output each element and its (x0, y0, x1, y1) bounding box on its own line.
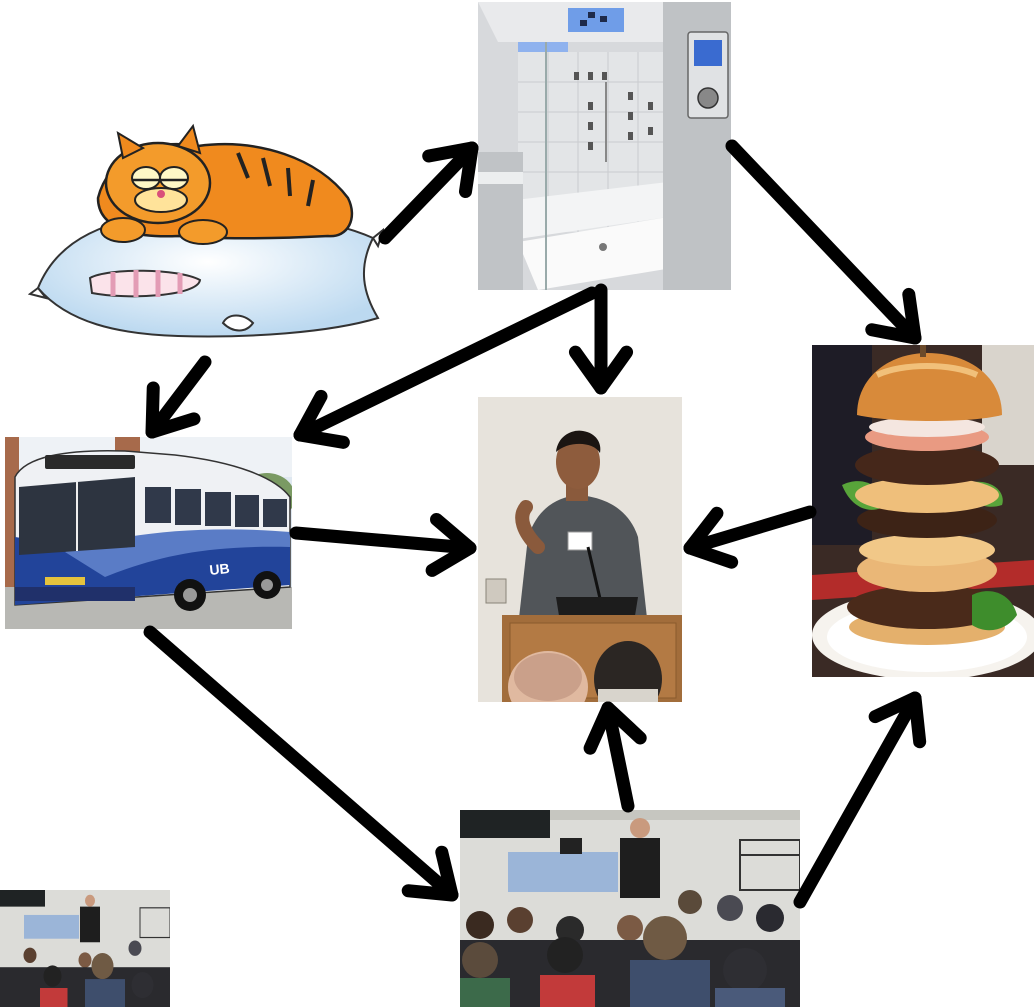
sleeping-cat-picture (28, 118, 384, 348)
arrow-head-icon (422, 141, 479, 199)
arrow-shaft (289, 526, 477, 555)
arrow-head-icon (145, 381, 201, 439)
arrow-head-icon (401, 845, 459, 902)
sleeping-cat-on-pillow-icon (28, 123, 384, 338)
arrow-sleeping-cat-to-shower (378, 141, 479, 245)
presenter-at-podium-icon (478, 397, 682, 702)
arrow-sleeping-cat-to-bus (145, 355, 212, 439)
arrow-shaft (143, 625, 459, 902)
lecture-hall-picture (460, 810, 800, 1007)
campus-bus-icon: UB (5, 437, 292, 629)
bus-logo-text: UB (209, 560, 231, 578)
arrow-shaft (293, 286, 599, 442)
speaker-picture (478, 397, 682, 702)
arrow-shower-to-bus (293, 286, 599, 449)
lecture-hall-thumbnail-picture (0, 890, 170, 1007)
bus-picture: UB (5, 437, 292, 629)
burger-picture (812, 345, 1034, 677)
arrow-bus-to-speaker (289, 512, 477, 577)
arrow-bus-to-lecture (143, 625, 459, 902)
arrow-head-icon (865, 287, 922, 345)
arrow-shaft (683, 505, 817, 555)
arrow-head-icon (868, 691, 927, 749)
shower-room-icon (478, 2, 731, 290)
shower-picture (478, 2, 731, 290)
arrow-head-icon (683, 506, 739, 569)
arrow-head-icon (425, 512, 477, 577)
arrow-head-icon (293, 389, 350, 449)
lecture-hall-thumbnail-icon (0, 890, 170, 1007)
stacked-hamburger-icon (812, 345, 1034, 677)
arrow-shaft (145, 355, 212, 439)
arrow-shaft (725, 139, 922, 345)
arrow-shaft (378, 141, 479, 245)
arrow-lecture-to-speaker (583, 701, 647, 813)
arrow-shower-to-burger (725, 139, 922, 345)
arrow-shaft (793, 691, 922, 909)
arrow-head-icon (568, 345, 634, 395)
arrow-shaft (601, 701, 635, 813)
arrow-burger-to-speaker (683, 505, 817, 569)
arrow-head-icon (583, 701, 647, 755)
arrow-lecture-to-burger (793, 691, 927, 909)
arrow-shower-to-speaker (568, 283, 634, 395)
lecture-hall-icon (460, 810, 800, 1007)
